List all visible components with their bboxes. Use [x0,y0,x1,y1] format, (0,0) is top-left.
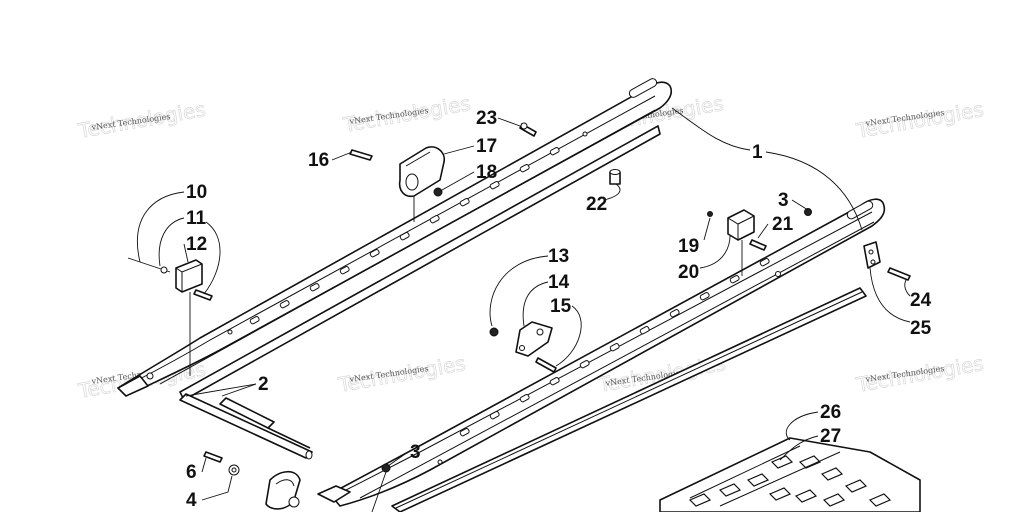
callout-23: 23 [476,108,497,129]
stop-block-right [707,208,812,251]
callout-21: 21 [772,214,794,235]
callout-3: 3 [778,190,789,211]
hardware-upper [519,122,621,185]
callout-4: 4 [186,490,197,511]
leader-lines [136,107,911,512]
wear-strip [391,287,867,512]
cross-shafts [179,393,313,460]
callout-16: 16 [308,150,329,171]
callout-14: 14 [548,272,570,293]
callout-17: 17 [476,136,497,157]
callout-1: 1 [752,142,763,163]
callout-3: 3 [410,442,421,463]
callout-13: 13 [548,246,569,267]
callout-11: 11 [186,208,207,229]
stop-block-upper [349,146,446,198]
callout-18: 18 [476,162,497,183]
right-slide-rail [329,198,886,507]
callout-15: 15 [550,296,572,317]
watermark-group: Technologies vNext Technologies Technolo… [75,91,985,404]
left-slide-rail [117,78,673,401]
center-bracket [489,321,557,373]
rail-bracket-right [863,241,911,281]
callout-24: 24 [910,290,932,311]
callout-labels: 1 2 3 3 4 6 10 11 12 13 14 15 16 17 18 1… [186,108,932,511]
callout-2: 2 [258,374,269,395]
rail-tip-parts [203,451,391,510]
rear-stop-bracket-left [127,257,213,301]
callout-12: 12 [186,234,207,255]
callout-27: 27 [820,426,841,447]
callout-25: 25 [910,318,932,339]
callout-20: 20 [678,262,699,283]
callout-26: 26 [820,402,841,423]
callout-10: 10 [186,182,207,203]
callout-6: 6 [186,462,197,483]
track-section [659,437,921,512]
callout-19: 19 [678,236,699,257]
callout-22: 22 [586,194,607,215]
